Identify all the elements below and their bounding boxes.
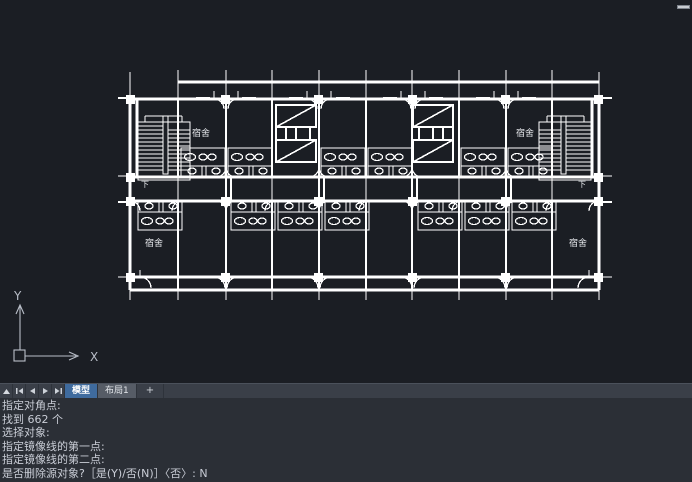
command-line: 找到 662 个	[2, 412, 63, 426]
command-line: 选择对象:	[2, 426, 50, 439]
ucs-icon: X Y	[4, 288, 109, 380]
core-stair-right	[412, 104, 454, 163]
drawing-canvas[interactable]: 宿舍 宿舍 宿舍 宿舍 下 下	[0, 0, 692, 383]
room-label: 宿舍	[516, 127, 534, 139]
floor-plan-drawing: 宿舍 宿舍 宿舍 宿舍 下 下	[118, 70, 612, 300]
next-layout-icon[interactable]	[39, 384, 52, 398]
command-line: 指定镜像线的第二点:	[2, 453, 105, 466]
ucs-y-label: Y	[13, 289, 22, 303]
first-layout-icon[interactable]	[13, 384, 26, 398]
room-label: 宿舍	[569, 237, 587, 249]
stair-left	[137, 115, 191, 181]
command-line-active: 是否删除源对象?［是(Y)/否(N)］〈否〉: N	[2, 466, 208, 480]
prev-layout-icon[interactable]	[26, 384, 39, 398]
room-label: 宿舍	[145, 237, 163, 249]
ucs-x-label: X	[90, 350, 98, 364]
core-stair-left	[275, 104, 317, 163]
room-label: 宿舍	[192, 127, 210, 139]
stair-direction-label: 下	[141, 180, 149, 189]
stair-right	[538, 115, 592, 181]
tab-model[interactable]: 模型	[65, 384, 99, 398]
tab-layout1[interactable]: 布局1	[98, 384, 137, 398]
add-layout-button[interactable]: +	[136, 384, 165, 398]
collapse-icon[interactable]	[0, 384, 13, 398]
stair-direction-label: 下	[578, 180, 586, 189]
vertical-scrollbar-thumb[interactable]	[677, 5, 690, 9]
command-line: 指定对角点:	[2, 399, 61, 412]
command-window[interactable]: 指定对角点: 找到 662 个 选择对象: 指定镜像线的第一点: 指定镜像线的第…	[0, 398, 692, 482]
command-line: 指定镜像线的第一点:	[2, 439, 105, 453]
last-layout-icon[interactable]	[52, 384, 65, 398]
model-layout-tabbar: 模型 布局1 +	[0, 383, 692, 398]
